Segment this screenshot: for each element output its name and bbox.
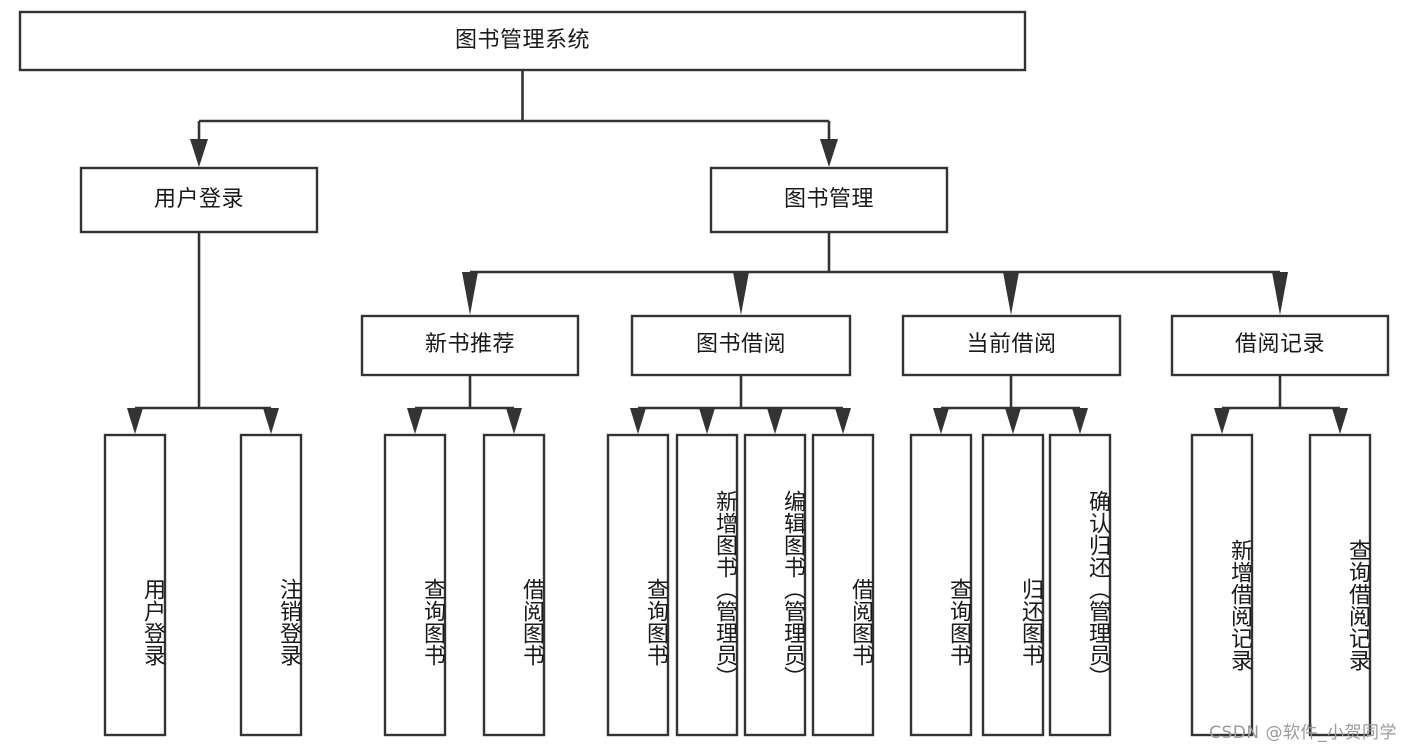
- arrow-head-leaf-edit-book: [767, 408, 783, 434]
- arrow-head-borrow-record: [1272, 272, 1288, 315]
- node-box-leaf-borrow-book-recommend[interactable]: [482, 433, 546, 737]
- arrow-head-leaf-query-book-borrow: [630, 408, 646, 434]
- arrow-head-leaf-borrow-book: [835, 408, 851, 434]
- node-box-leaf-query-book-borrow[interactable]: [606, 433, 670, 737]
- connector-group-current-borrow: [933, 375, 1088, 434]
- arrow-head-user-login: [190, 139, 208, 167]
- arrow-head-current-borrow: [1003, 272, 1019, 315]
- node-box-user-login[interactable]: [79, 166, 319, 234]
- connector-group-new-book-recommend: [407, 375, 522, 434]
- connector-group-book-management: [462, 232, 1288, 315]
- node-box-leaf-query-borrow-record[interactable]: [1308, 433, 1372, 737]
- node-box-leaf-add-borrow-record[interactable]: [1190, 433, 1254, 737]
- node-box-leaf-query-book-recommend[interactable]: [383, 433, 447, 737]
- arrow-head-leaf-borrow-book-recommend: [506, 408, 522, 434]
- node-box-leaf-user-login[interactable]: [103, 433, 167, 737]
- arrow-head-book-borrow: [733, 272, 749, 315]
- node-box-leaf-borrow-book[interactable]: [811, 433, 875, 737]
- arrow-head-leaf-query-borrow-record: [1332, 408, 1348, 434]
- connector-group-root: [190, 70, 838, 167]
- connector-group-user-login: [127, 232, 279, 434]
- arrow-head-leaf-return-book: [1005, 408, 1021, 434]
- node-box-leaf-return-book[interactable]: [981, 433, 1045, 737]
- node-box-current-borrow[interactable]: [901, 314, 1122, 377]
- arrow-head-leaf-confirm-return: [1072, 408, 1088, 434]
- arrow-head-leaf-query-book-recommend: [407, 408, 423, 434]
- node-box-leaf-add-book[interactable]: [675, 433, 739, 737]
- arrow-head-leaf-query-book-current: [933, 408, 949, 434]
- connector-group-book-borrow: [630, 375, 851, 434]
- node-box-new-book-recommend[interactable]: [360, 314, 580, 377]
- node-box-leaf-confirm-return[interactable]: [1048, 433, 1112, 737]
- arrow-head-leaf-add-borrow-record: [1214, 408, 1230, 434]
- node-box-book-borrow[interactable]: [630, 314, 852, 377]
- node-box-root[interactable]: [18, 10, 1027, 72]
- arrow-head-leaf-add-book: [699, 408, 715, 434]
- arrow-head-book-management: [820, 139, 838, 167]
- node-box-leaf-query-book-current[interactable]: [909, 433, 973, 737]
- node-box-leaf-logout[interactable]: [239, 433, 303, 737]
- arrow-head-leaf-logout: [263, 408, 279, 434]
- arrow-head-leaf-user-login: [127, 408, 143, 434]
- node-box-leaf-edit-book[interactable]: [743, 433, 807, 737]
- connector-group-borrow-record: [1214, 375, 1348, 434]
- node-box-borrow-record[interactable]: [1170, 314, 1390, 377]
- arrow-head-new-book-recommend: [462, 272, 478, 315]
- node-box-book-management[interactable]: [709, 166, 949, 234]
